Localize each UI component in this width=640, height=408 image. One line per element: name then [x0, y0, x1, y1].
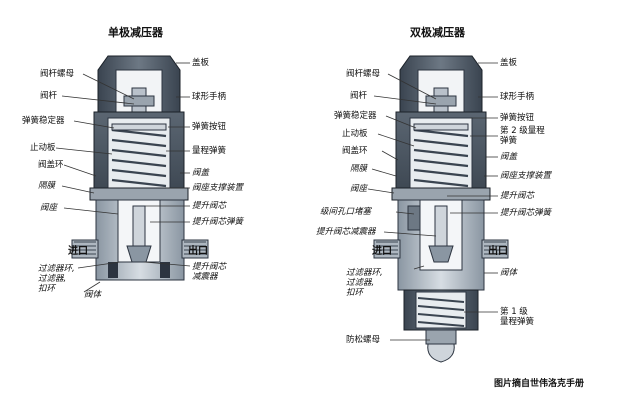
double-label-anti-loosen-nut: 防松螺母: [346, 335, 381, 345]
single-label-diaphragm: 隔膜: [38, 181, 56, 191]
single-stage-regulator: [71, 55, 209, 281]
double-label-poppet: 提升阀芯: [500, 191, 535, 201]
single-label-stem: 阀杆: [40, 91, 58, 101]
double-label-diaphragm: 隔膜: [350, 164, 368, 174]
double-label-seat-retainer: 阀座支撑装置: [500, 171, 552, 181]
single-label-seat-retainer: 阀座支撑装置: [192, 183, 244, 193]
double-label-poppet-damper: 提升阀芯减震器: [316, 227, 376, 237]
single-title: 单极减压器: [108, 26, 163, 39]
double-label-bonnet-ring: 阀盖环: [342, 146, 368, 156]
single-port-outlet: 出口: [188, 246, 208, 257]
double-label-bonnet: 阀盖: [500, 152, 518, 162]
single-label-stop-plate: 止动板: [30, 143, 56, 153]
double-label-stem-nut: 阀杆螺母: [346, 69, 381, 79]
single-label-body: 阀体: [84, 290, 102, 300]
double-port-inlet: 进口: [372, 246, 392, 257]
single-label-cap: 盖板: [192, 58, 210, 68]
single-label-poppet-spring: 提升阀芯弹簧: [192, 217, 244, 227]
double-label-stage2-spring: 第 2 级量程 弹簧: [500, 126, 545, 146]
double-stage-regulator: [373, 55, 509, 363]
double-label-body: 阀体: [500, 268, 518, 278]
single-label-range-spring: 量程弹簧: [192, 146, 227, 156]
double-leader-lines: [367, 62, 498, 341]
single-label-spring-stabilizer: 弹簧稳定器: [22, 116, 65, 126]
single-label-bonnet-ring: 阀盖环: [38, 160, 64, 170]
single-label-poppet: 提升阀芯: [192, 201, 227, 211]
double-label-cap: 盖板: [500, 58, 518, 68]
double-label-filter-ring: 过滤器环, 过滤器, 扣环: [346, 268, 383, 298]
single-label-stem-nut: 阀杆螺母: [40, 69, 75, 79]
double-label-knob: 球形手柄: [500, 92, 535, 102]
double-label-stem: 阀杆: [350, 91, 368, 101]
double-label-spring-stabilizer: 弹簧稳定器: [334, 111, 377, 121]
double-label-spring-button: 弹簧按钮: [500, 113, 535, 123]
double-label-stage1-spring: 第 1 级 量程弹簧: [500, 307, 535, 327]
single-label-poppet-damper: 提升阀芯 减震器: [192, 262, 227, 282]
single-label-spring-button: 弹簧按钮: [192, 122, 227, 132]
single-label-seat: 阀座: [40, 203, 58, 213]
double-port-outlet: 出口: [488, 246, 508, 257]
double-label-interstage-orifice: 级间孔口堵塞: [320, 207, 372, 217]
double-title: 双极减压器: [410, 26, 465, 39]
double-label-stop-plate: 止动板: [342, 129, 368, 139]
single-label-bonnet: 阀盖: [192, 168, 210, 178]
double-label-seat: 阀座: [350, 184, 368, 194]
single-label-filter-ring: 过滤器环, 过滤器, 扣环: [38, 264, 75, 294]
single-label-knob: 球形手柄: [192, 92, 227, 102]
image-credit: 图片摘自世伟洛克手册: [494, 379, 585, 389]
single-port-inlet: 进口: [68, 246, 88, 257]
single-leader-lines: [55, 62, 191, 293]
double-label-poppet-spring: 提升阀芯弹簧: [500, 208, 552, 218]
